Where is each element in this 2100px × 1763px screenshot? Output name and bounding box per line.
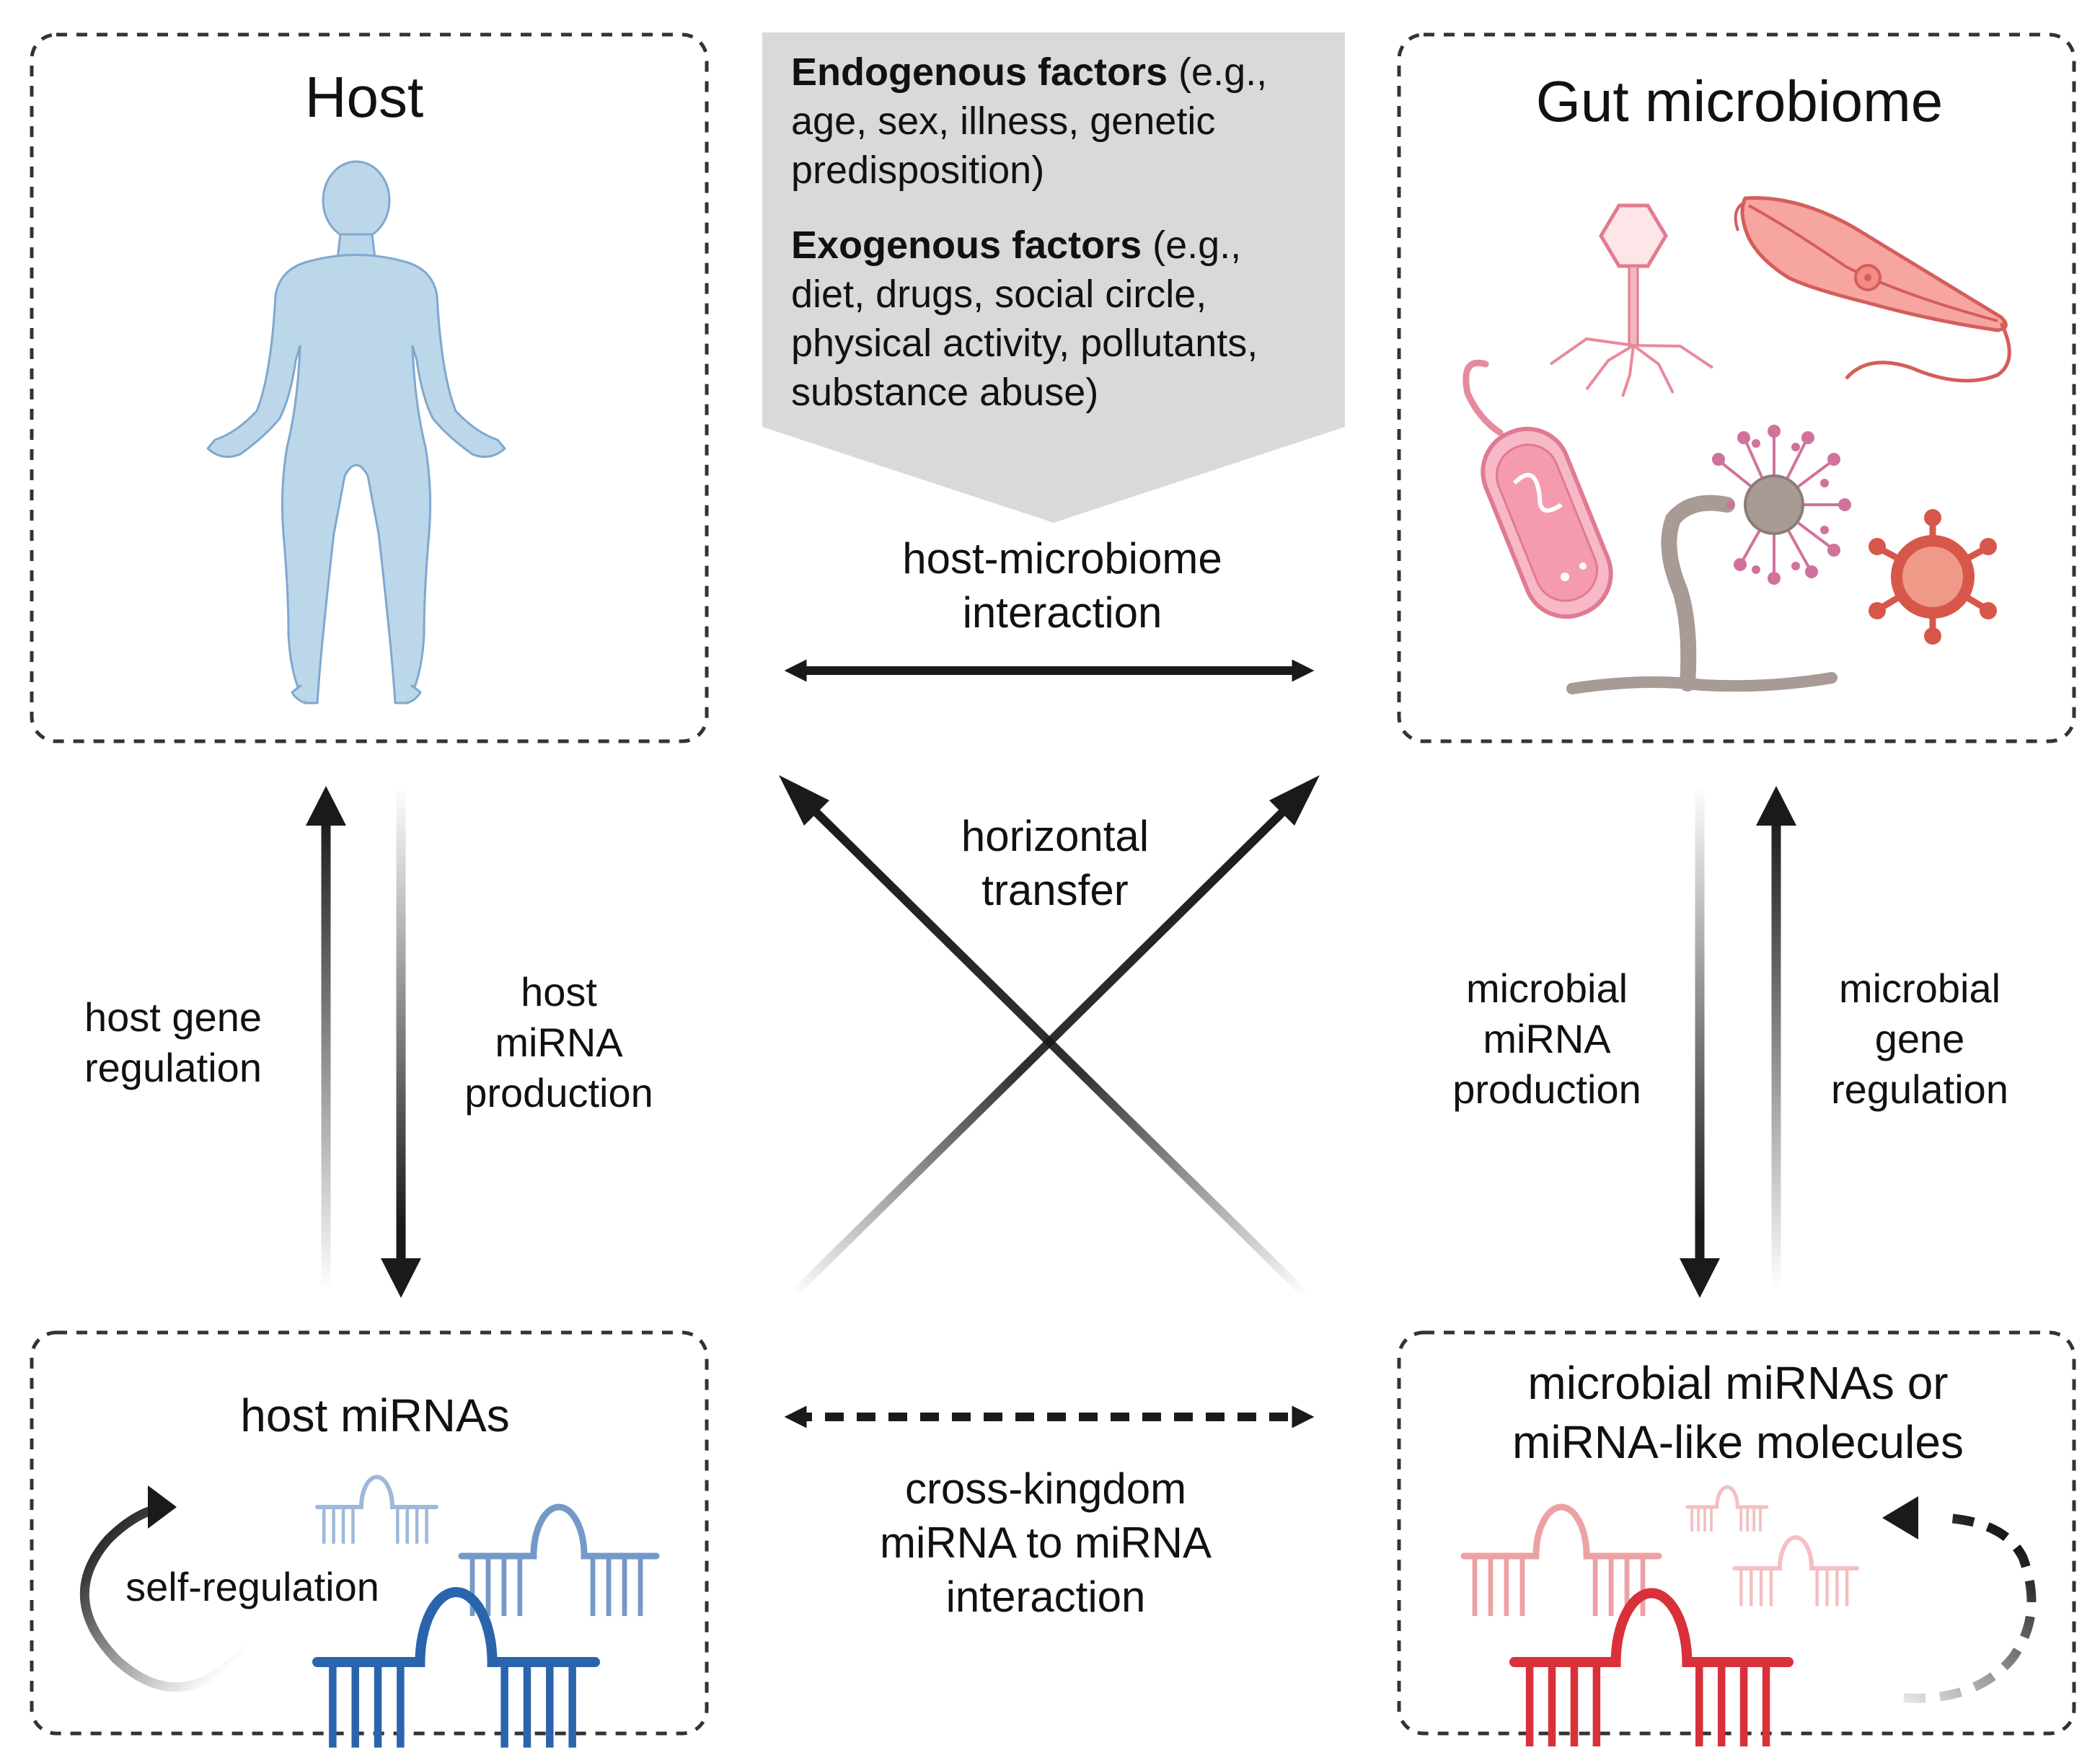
transfer-arrowhead-up-left	[779, 775, 829, 826]
microbial-mirna-production-label-3: production	[1452, 1066, 1641, 1112]
endogenous-line-3: predisposition)	[791, 149, 1044, 192]
microbial-mirna-small-icon	[1732, 1535, 1859, 1607]
cross-kingdom-label-1: cross-kingdom	[905, 1464, 1186, 1513]
host-gene-regulation-label-1: host gene	[84, 994, 262, 1040]
microbial-self-regulation-arrowhead	[1882, 1496, 1918, 1539]
host-mirnas-box: host miRNAs self-regulation	[30, 1330, 709, 1748]
microbial-mirnas-box-border	[1397, 1330, 2076, 1736]
microbial-mirnas-title-line-1: microbial miRNAs or	[1527, 1357, 1948, 1409]
virus-icon	[1869, 509, 1997, 645]
exogenous-line-4: substance abuse)	[791, 371, 1098, 414]
microbial-gene-regulation: microbial gene regulation	[1756, 786, 2008, 1291]
factors-panel: Endogenous factors (e.g., age, sex, illn…	[762, 32, 1345, 523]
host-mirna-production-label-2: miRNA	[495, 1020, 623, 1065]
cross-kingdom-label-3: interaction	[946, 1573, 1146, 1621]
endogenous-line-2: age, sex, illness, genetic	[791, 100, 1215, 143]
protozoan-icon	[1734, 196, 2011, 383]
host-mirna-small-icon	[315, 1475, 438, 1544]
host-gene-regulation-arrowhead	[306, 786, 346, 826]
host-box: Host	[30, 32, 709, 743]
microbial-gene-regulation-label-1: microbial	[1839, 966, 2000, 1011]
host-microbiome-interaction: host-microbiome interaction	[784, 534, 1315, 682]
host-title: Host	[305, 65, 424, 129]
microbial-self-regulation-arrow	[1903, 1513, 2037, 1703]
cross-kingdom-label-2: miRNA to miRNA	[880, 1519, 1212, 1567]
host-mirna-medium-icon	[458, 1503, 660, 1617]
self-regulation-arrow	[79, 1502, 249, 1692]
horizontal-transfer: horizontal transfer	[779, 775, 1320, 1298]
transfer-arrow-up-right	[790, 797, 1298, 1298]
endogenous-heading: Endogenous factors	[791, 50, 1168, 94]
host-microbiome-label-2: interaction	[963, 588, 1162, 637]
host-mirna-large-icon	[312, 1587, 600, 1748]
microbial-mirna-production-label-2: miRNA	[1483, 1016, 1611, 1061]
exogenous-line-2: diet, drugs, social circle,	[791, 273, 1206, 316]
cross-kingdom-interaction: cross-kingdom miRNA to miRNA interaction	[784, 1405, 1315, 1621]
host-gene-regulation: host gene regulation	[84, 786, 346, 1291]
host-mirnas-title: host miRNAs	[240, 1389, 509, 1441]
host-gene-regulation-label-2: regulation	[84, 1045, 262, 1090]
microbial-mirnas-box: microbial miRNAs or miRNA-like molecules	[1397, 1330, 2076, 1747]
exogenous-line-3: physical activity, pollutants,	[791, 322, 1258, 365]
microbiome-box-border	[1397, 32, 2076, 743]
transfer-arrow-up-left	[800, 797, 1309, 1298]
horizontal-transfer-label-1: horizontal	[961, 812, 1149, 860]
microbial-mirna-large-icon	[1509, 1588, 1794, 1747]
microbial-mirna-tiny-icon	[1685, 1485, 1769, 1532]
exogenous-heading: Exogenous factors	[791, 224, 1142, 267]
microbial-mirnas-title-line-2: miRNA-like molecules	[1512, 1416, 1964, 1468]
microbial-gene-regulation-label-2: gene	[1875, 1016, 1965, 1061]
endogenous-line-1: Endogenous factors (e.g.,	[791, 50, 1267, 94]
horizontal-transfer-label-2: transfer	[981, 866, 1128, 914]
host-mirna-production-label-3: production	[464, 1070, 653, 1115]
host-microbiome-label-1: host-microbiome	[902, 534, 1222, 583]
microbial-gene-regulation-label-3: regulation	[1831, 1066, 2008, 1112]
self-regulation-arrowhead	[148, 1485, 177, 1529]
host-box-border	[30, 32, 709, 743]
factors-shape	[762, 32, 1345, 523]
endogenous-text-1: (e.g.,	[1168, 50, 1267, 94]
exogenous-line-1: Exogenous factors (e.g.,	[791, 224, 1241, 267]
microbial-mirna-production-label-1: microbial	[1466, 966, 1628, 1011]
fungus-icon	[1566, 425, 1851, 694]
microbial-gene-regulation-arrowhead	[1756, 786, 1796, 826]
microbial-mirna-medium-icon	[1460, 1503, 1662, 1617]
exogenous-text-1: (e.g.,	[1142, 224, 1241, 267]
self-regulation-label: self-regulation	[125, 1564, 379, 1609]
microbiome-box: Gut microbiome	[1397, 32, 2076, 743]
transfer-arrowhead-up-right	[1269, 775, 1320, 826]
bacteriophage-icon	[1549, 203, 1714, 397]
microbial-mirna-production: microbial miRNA production	[1452, 786, 1720, 1298]
host-mirnas-box-border	[30, 1330, 709, 1736]
host-mirna-production: host miRNA production	[381, 786, 653, 1298]
host-mirna-production-arrowhead	[381, 1258, 421, 1298]
human-body-icon	[206, 160, 506, 704]
bacterium-icon	[1462, 360, 1613, 619]
microbial-mirna-production-arrowhead	[1680, 1258, 1720, 1298]
host-mirna-production-label-1: host	[521, 969, 597, 1015]
microbiome-title: Gut microbiome	[1536, 69, 1944, 133]
